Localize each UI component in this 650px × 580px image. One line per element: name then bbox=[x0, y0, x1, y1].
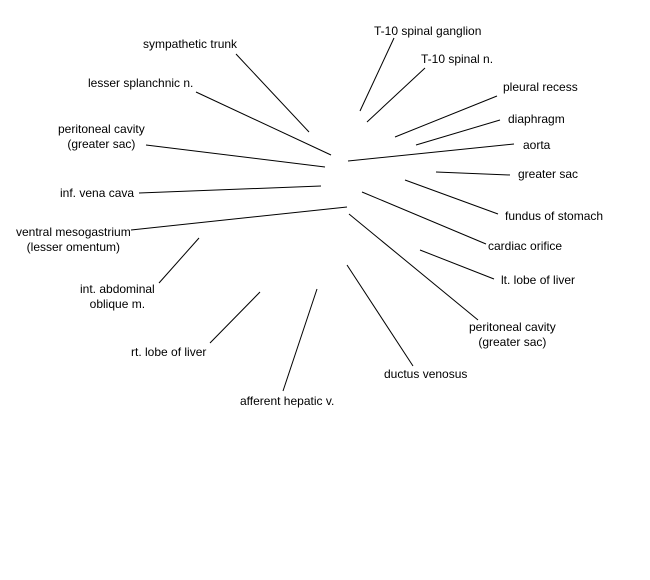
label-line: (greater sac) bbox=[478, 335, 547, 349]
label-cardiac-orifice: cardiac orifice bbox=[488, 239, 563, 253]
leader-line-peritoneal-cavity-left bbox=[145, 144, 326, 168]
label-line: (greater sac) bbox=[67, 137, 136, 151]
label-sympathetic-trunk: sympathetic trunk bbox=[143, 37, 238, 51]
label-ductus-venosus: ductus venosus bbox=[384, 367, 468, 381]
leader-line-pleural-recess bbox=[394, 95, 498, 138]
label-rt-lobe-of-liver: rt. lobe of liver bbox=[131, 345, 207, 359]
label-peritoneal-cavity-right: peritoneal cavity (greater sac) bbox=[469, 320, 556, 350]
label-inf-vena-cava: inf. vena cava bbox=[60, 186, 135, 200]
label-t10-spinal-n: T-10 spinal n. bbox=[421, 52, 494, 66]
leader-line-t10-spinal-ganglion bbox=[359, 37, 395, 112]
label-line: (lesser omentum) bbox=[26, 240, 121, 254]
label-diaphragm: diaphragm bbox=[508, 112, 565, 126]
leader-line-lt-lobe-of-liver bbox=[419, 249, 495, 280]
leader-line-greater-sac bbox=[435, 171, 511, 176]
leader-line-cardiac-orifice bbox=[361, 191, 487, 245]
label-fundus-of-stomach: fundus of stomach bbox=[505, 209, 604, 223]
leader-line-peritoneal-cavity-right bbox=[348, 213, 479, 321]
label-lt-lobe-of-liver: lt. lobe of liver bbox=[501, 273, 576, 287]
label-line: oblique m. bbox=[89, 297, 146, 311]
leader-line-sympathetic-trunk bbox=[235, 53, 310, 133]
label-afferent-hepatic-v: afferent hepatic v. bbox=[240, 394, 335, 408]
label-t10-spinal-ganglion: T-10 spinal ganglion bbox=[374, 24, 482, 38]
leader-line-afferent-hepatic-v bbox=[282, 288, 318, 392]
label-pleural-recess: pleural recess bbox=[503, 80, 578, 94]
label-line: ventral mesogastrium bbox=[16, 225, 131, 239]
leader-line-t10-spinal-n bbox=[366, 67, 426, 123]
leader-line-ductus-venosus bbox=[346, 264, 414, 367]
leader-line-ventral-mesogastrium bbox=[130, 206, 348, 231]
label-greater-sac: greater sac bbox=[518, 167, 579, 181]
label-line: peritoneal cavity bbox=[58, 122, 145, 136]
label-aorta: aorta bbox=[523, 138, 551, 152]
label-peritoneal-cavity-left: peritoneal cavity (greater sac) bbox=[58, 122, 145, 152]
label-line: int. abdominal bbox=[80, 282, 155, 296]
label-int-abdominal-oblique-m: int. abdominal oblique m. bbox=[80, 282, 155, 312]
leader-line-aorta bbox=[347, 143, 515, 162]
leader-line-fundus-of-stomach bbox=[404, 179, 499, 215]
leader-line-diaphragm bbox=[415, 119, 501, 146]
leader-line-rt-lobe-of-liver bbox=[209, 291, 261, 344]
leader-line-int-abdominal-oblique bbox=[158, 237, 200, 284]
label-line: peritoneal cavity bbox=[469, 320, 556, 334]
leader-line-lesser-splanchnic-n bbox=[195, 91, 332, 156]
label-lesser-splanchnic-n: lesser splanchnic n. bbox=[88, 76, 194, 90]
label-ventral-mesogastrium: ventral mesogastrium (lesser omentum) bbox=[16, 225, 131, 255]
leader-line-inf-vena-cava bbox=[138, 185, 322, 194]
